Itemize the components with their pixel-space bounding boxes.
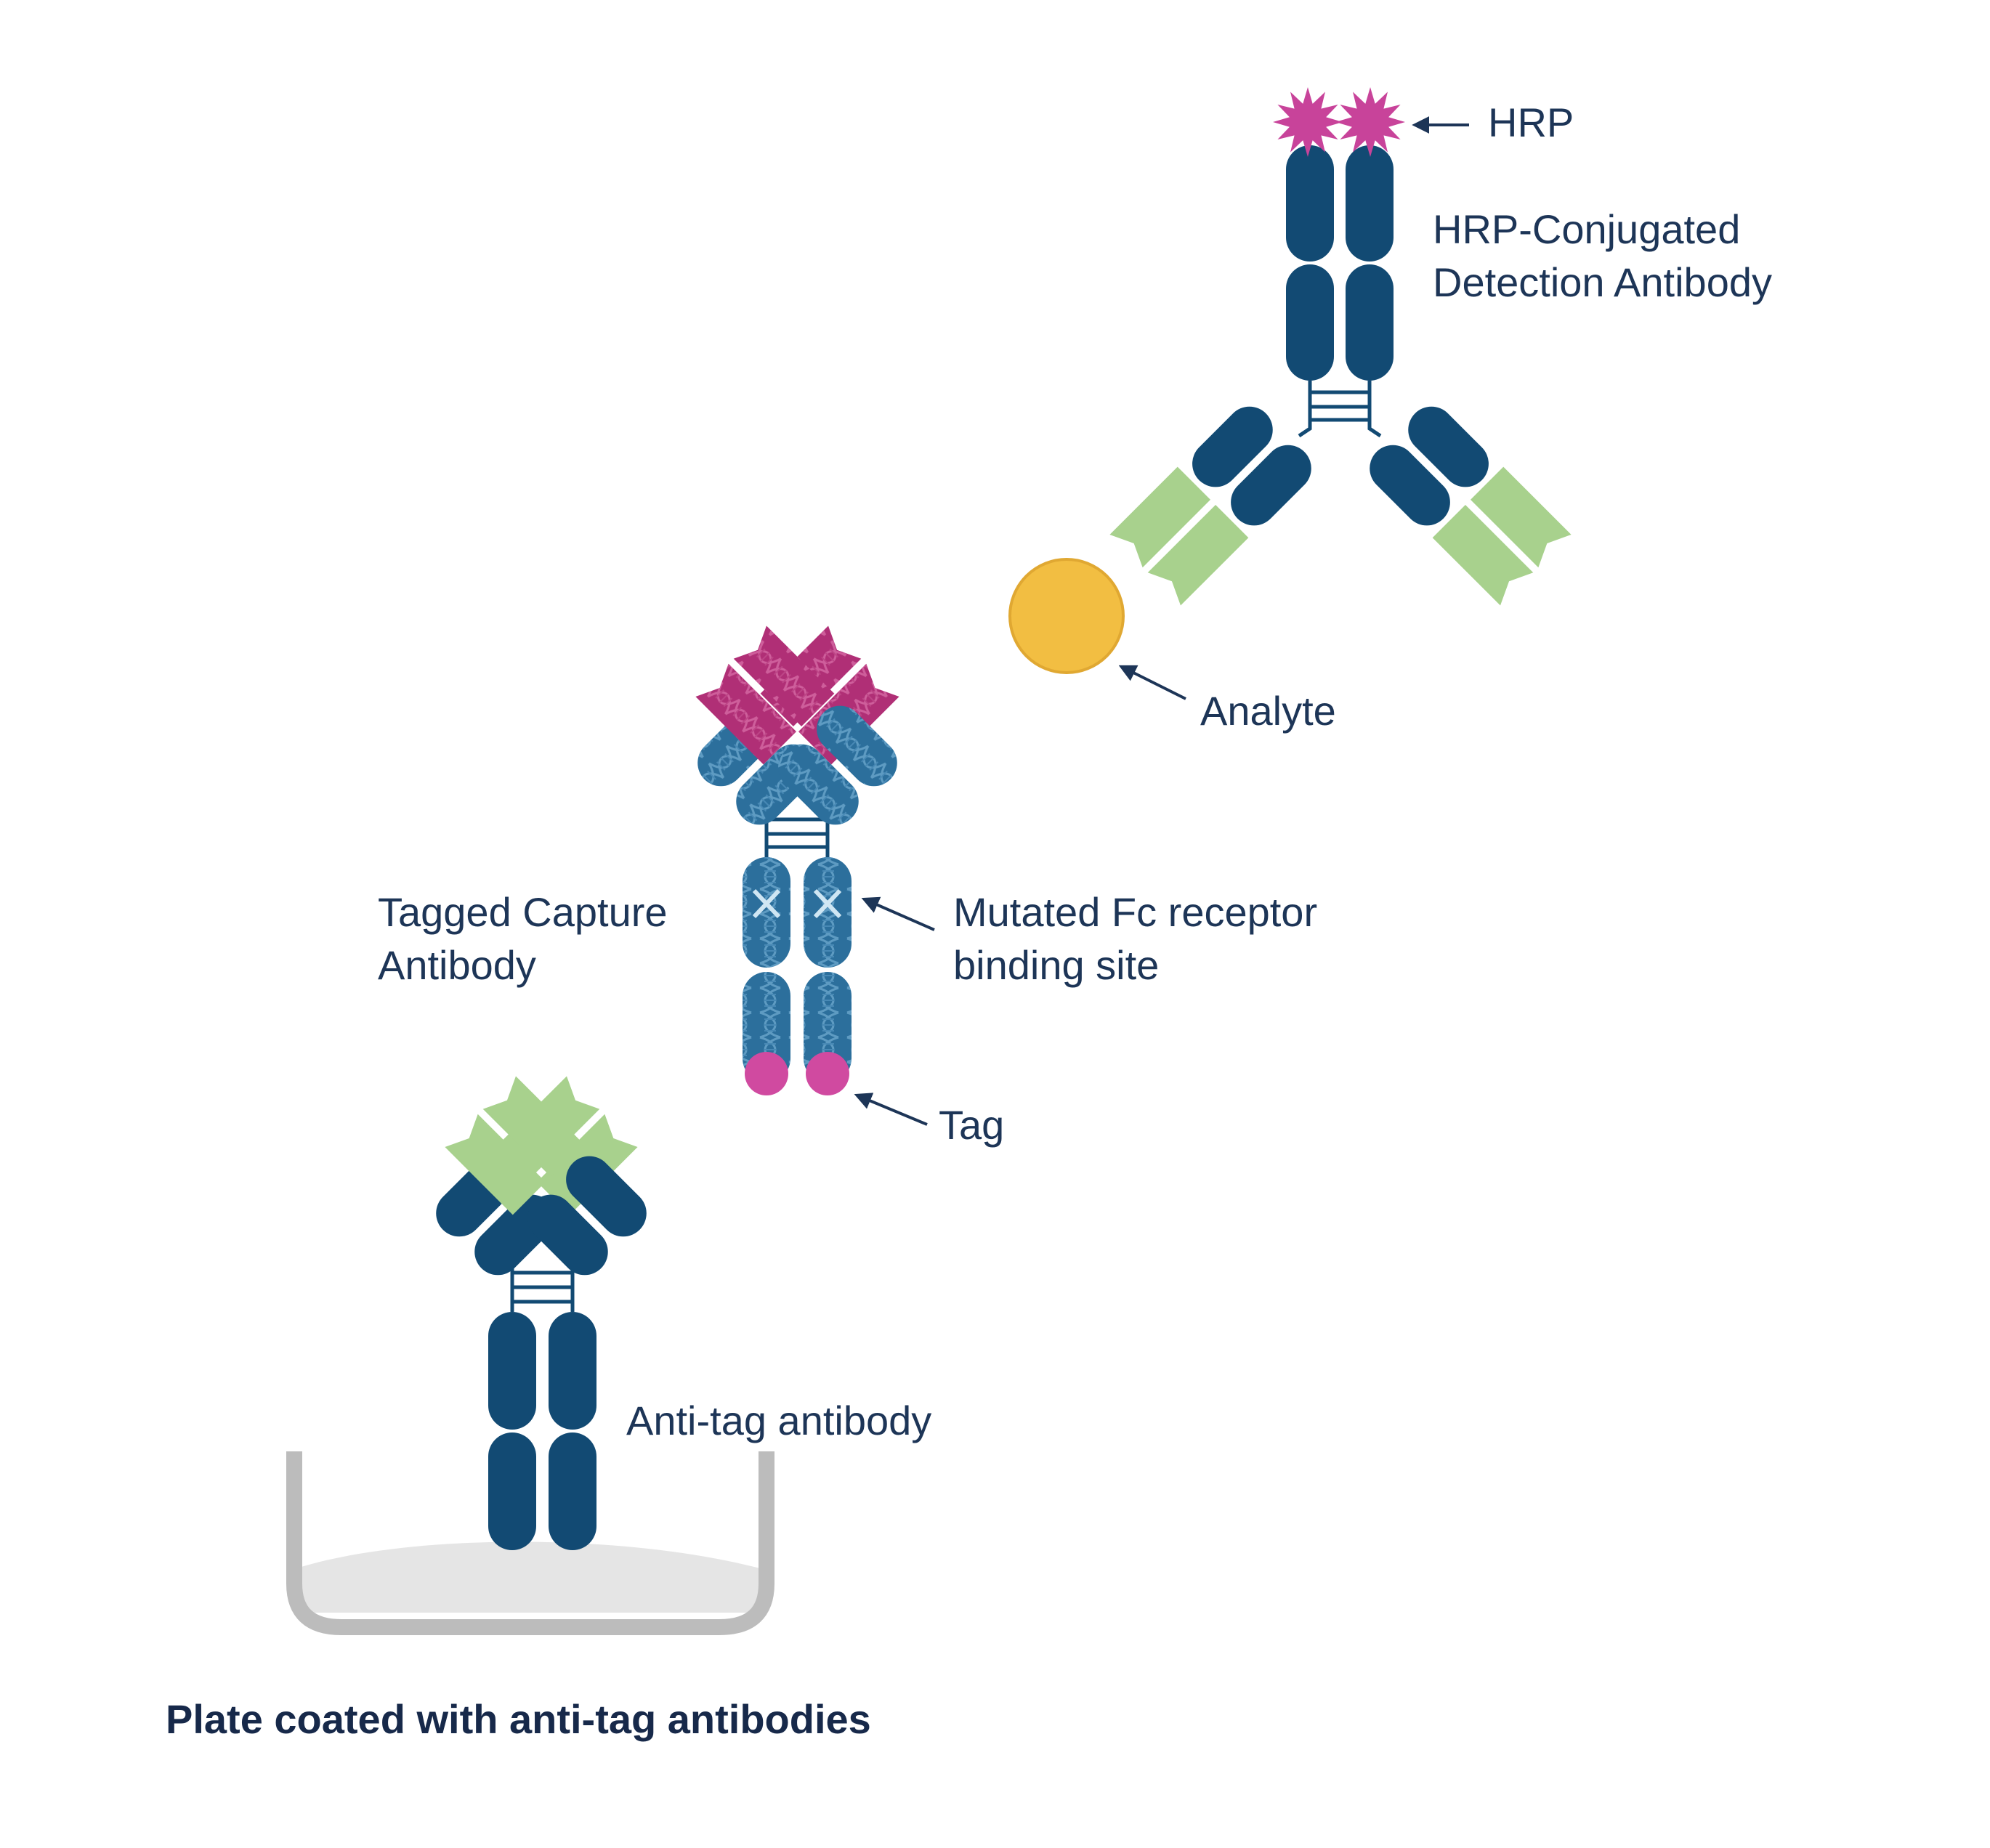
plate-caption: Plate coated with anti-tag antibodies — [166, 1696, 871, 1742]
hrp-star-icon — [1273, 87, 1343, 157]
mutated-site-arrow — [861, 896, 935, 931]
fab-arm-right — [445, 1076, 647, 1276]
plate-well — [286, 1451, 774, 1635]
anti-tag-antibody — [436, 1076, 647, 1550]
mutated-site-label: binding site — [953, 942, 1159, 988]
capture-fab-arm-right — [695, 625, 897, 825]
detection-heavy-chain — [1286, 145, 1334, 262]
mutated-site-label: Mutated Fc receptor — [953, 889, 1317, 935]
tag-arrow — [854, 1093, 928, 1126]
hrp-label: HRP — [1488, 100, 1574, 145]
analyte-arrow — [1118, 665, 1186, 700]
tag-label: Tag — [939, 1102, 1004, 1148]
capture-antibody-label: Antibody — [378, 942, 536, 988]
capture-antibody-label: Tagged Capture — [378, 889, 668, 935]
hrp-star-icon — [1335, 87, 1405, 157]
detection-heavy-chain — [1346, 264, 1394, 381]
tagged-capture-antibody — [695, 625, 899, 1095]
anti-tag-antibody-label: Anti-tag antibody — [626, 1398, 931, 1443]
tag-dot — [806, 1052, 849, 1095]
analyte-circle — [1008, 558, 1125, 674]
detection-fab-arm-left — [1109, 406, 1311, 606]
plate-outline — [286, 1451, 774, 1635]
heavy-chain-fc — [549, 1312, 596, 1430]
heavy-chain-fc — [488, 1312, 536, 1430]
detection-antibody-label: HRP-Conjugated — [1433, 206, 1740, 252]
tag-dot — [745, 1052, 788, 1095]
detection-heavy-chain — [1286, 264, 1334, 381]
heavy-chain-fc — [488, 1432, 536, 1550]
mutated-site-marks — [752, 888, 842, 919]
plate-bottom-fill — [294, 1541, 763, 1613]
detection-heavy-chain — [1346, 145, 1394, 262]
analyte-label: Analyte — [1200, 688, 1336, 734]
heavy-chain-fc — [549, 1432, 596, 1550]
detection-antibody — [1109, 87, 1572, 606]
detection-antibody-label: Detection Antibody — [1433, 259, 1772, 305]
hinge-region — [1298, 381, 1382, 438]
detection-fab-arm-right — [1370, 406, 1572, 606]
